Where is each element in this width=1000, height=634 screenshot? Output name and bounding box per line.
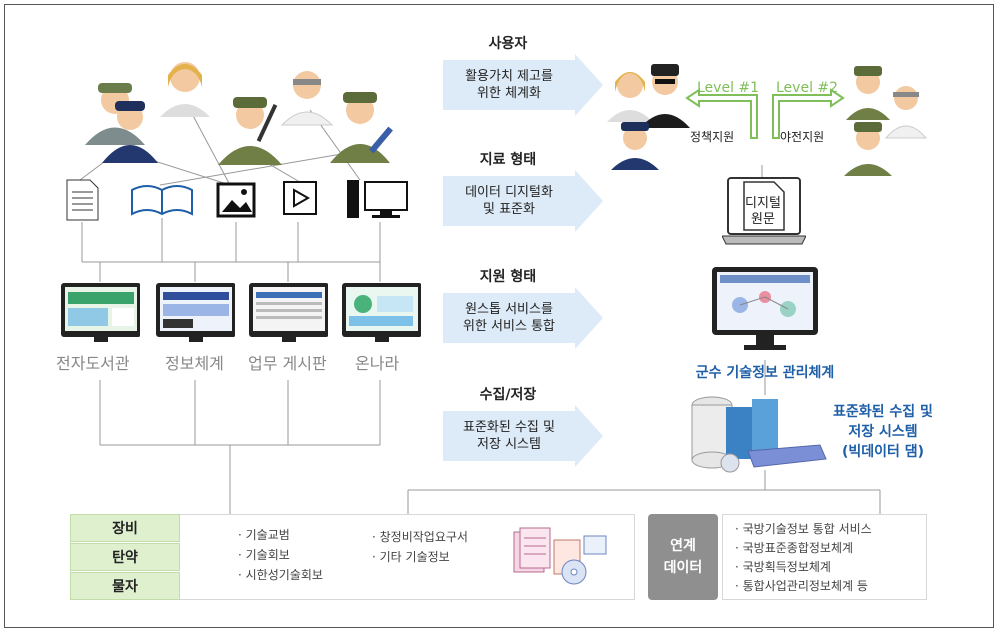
item-technical-bulletin: · 기술회보 bbox=[238, 548, 290, 562]
category-ammunition: 탄약 bbox=[70, 543, 180, 571]
person-icon bbox=[884, 86, 928, 139]
person-icon bbox=[85, 83, 158, 163]
stage-text-line: 데이터 디지털화 bbox=[465, 185, 553, 200]
person-icon bbox=[846, 66, 890, 120]
stage-text-line: 활용가치 제고를 bbox=[465, 69, 553, 84]
documents-media-icon bbox=[513, 527, 607, 585]
laptop-icon bbox=[722, 177, 806, 245]
person-icon bbox=[218, 97, 282, 165]
linked-data-line: 연계 bbox=[670, 538, 696, 554]
document-icon bbox=[66, 179, 99, 221]
stage-text-line: 및 표준화 bbox=[483, 202, 535, 217]
storage-line: (빅데이터 댐) bbox=[841, 444, 925, 460]
person-icon bbox=[330, 92, 390, 163]
digital-doc-line: 원문 bbox=[751, 212, 775, 227]
item-technical-manual: · 기술교범 bbox=[238, 528, 290, 542]
management-monitor bbox=[712, 267, 818, 350]
stage-title-user: 사용자 bbox=[488, 36, 528, 52]
digital-doc-line: 디지털 bbox=[745, 196, 781, 211]
policy-users-illustration bbox=[607, 64, 690, 170]
stage-text-line: 저장 시스템 bbox=[477, 437, 541, 452]
level-arrows bbox=[685, 88, 845, 139]
link-item-defense-tech-service: · 국방기술정보 통합 서비스 bbox=[735, 522, 872, 536]
person-icon bbox=[160, 62, 210, 117]
system-label-work-board: 업무 게시판 bbox=[248, 354, 327, 373]
item-time-limited-bulletin: · 시한성기술회보 bbox=[238, 568, 323, 582]
book-icon bbox=[131, 185, 193, 216]
monitor-electronic-library bbox=[61, 283, 140, 342]
stage-text-line: 위한 체계화 bbox=[477, 86, 541, 101]
monitor-info-system bbox=[156, 283, 235, 342]
media-icons bbox=[66, 179, 408, 221]
linked-data-box: 연계 데이터 bbox=[648, 514, 718, 600]
category-supplies: 물자 bbox=[70, 572, 180, 600]
digital-doc-label: 디지털 원문 bbox=[742, 196, 784, 228]
storage-line: 표준화된 수집 및 bbox=[833, 404, 933, 420]
storage-system-label: 표준화된 수집 및 저장 시스템 (빅데이터 댐) bbox=[808, 402, 958, 462]
management-system-title: 군수 기술정보 관리체계 bbox=[695, 365, 835, 381]
person-icon bbox=[640, 64, 690, 128]
wrench-icon bbox=[369, 126, 393, 154]
policy-support-label: 정책지원 bbox=[690, 130, 735, 144]
stage-text-line: 표준화된 수집 및 bbox=[463, 420, 555, 435]
video-icon bbox=[283, 181, 317, 215]
linked-data-line: 데이터 bbox=[663, 560, 703, 576]
person-icon bbox=[280, 71, 334, 126]
system-label-e-library: 전자도서관 bbox=[56, 354, 130, 373]
stage-title-data-form: 지료 형태 bbox=[479, 152, 537, 168]
category-equipment: 장비 bbox=[70, 514, 180, 542]
level-2-label: Level #2 bbox=[776, 80, 839, 96]
link-item-defense-standard-system: · 국방표준종합정보체계 bbox=[735, 541, 854, 555]
field-users-illustration bbox=[844, 66, 928, 176]
storage-icon bbox=[691, 396, 827, 473]
link-item-integrated-project-system: · 통합사업관리정보체계 등 bbox=[735, 579, 868, 593]
monitor-work-board bbox=[249, 283, 328, 342]
field-support-label: 야전지원 bbox=[780, 130, 825, 144]
person-icon bbox=[844, 122, 892, 176]
item-depot-maintenance-request: · 창정비작업요구서 bbox=[372, 530, 468, 544]
stage-title-collect-store: 수집/저장 bbox=[479, 387, 537, 403]
person-icon bbox=[611, 122, 659, 170]
monitor-onnara bbox=[342, 283, 421, 342]
bottom-right-panel bbox=[722, 514, 927, 600]
stage-title-support-form: 지원 형태 bbox=[479, 269, 537, 285]
users-illustration bbox=[85, 62, 393, 165]
person-icon bbox=[607, 72, 653, 122]
link-item-defense-acquisition-system: · 국방획득정보체계 bbox=[735, 560, 831, 574]
storage-line: 저장 시스템 bbox=[848, 424, 918, 440]
system-label-info-system: 정보체계 bbox=[165, 354, 224, 373]
stage-text-line: 원스톱 서비스를 bbox=[465, 302, 553, 317]
item-other-tech-info: · 기타 기술정보 bbox=[372, 550, 450, 564]
level-1-label: Level #1 bbox=[697, 80, 760, 96]
diagram-frame bbox=[4, 4, 994, 628]
stage-text-line: 위한 서비스 통합 bbox=[463, 319, 555, 334]
image-icon bbox=[216, 182, 256, 218]
system-label-onnara: 온나라 bbox=[355, 354, 400, 373]
computer-icon bbox=[347, 180, 408, 218]
